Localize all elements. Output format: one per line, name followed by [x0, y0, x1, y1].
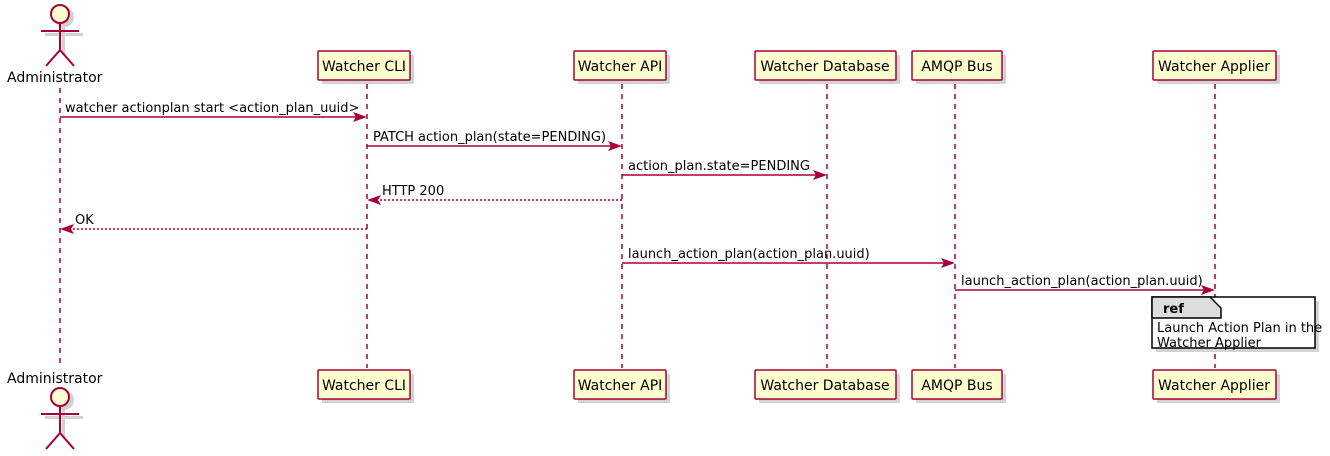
participant-box[interactable] — [911, 369, 1003, 400]
actor-leg-right-icon — [59, 49, 75, 67]
message-label: launch_action_plan(action_plan.uuid) — [628, 247, 870, 262]
ref-fragment-tab-label: ref — [1163, 302, 1184, 317]
arrowhead-left-icon — [60, 224, 74, 234]
actor-administrator-top[interactable]: Administrator — [7, 4, 103, 86]
participant-watcher-api-bottom[interactable]: Watcher API — [573, 369, 670, 403]
actor-administrator-bottom[interactable]: Administrator — [7, 371, 103, 450]
arrowhead-right-icon — [1201, 285, 1215, 295]
participant-label-watcher-applier: Watcher Applier — [1158, 59, 1270, 75]
participant-box[interactable] — [573, 369, 667, 400]
message-label: HTTP 200 — [382, 184, 444, 199]
participant-watcher-applier-top[interactable]: Watcher Applier — [1152, 50, 1280, 84]
participant-label-watcher-applier: Watcher Applier — [1158, 378, 1270, 394]
participant-box[interactable] — [911, 50, 1003, 81]
participant-label-watcher-database: Watcher Database — [760, 59, 889, 75]
participant-box[interactable] — [1152, 50, 1277, 81]
arrowhead-left-icon — [367, 195, 381, 205]
participant-box[interactable] — [317, 50, 411, 81]
message-label: PATCH action_plan(state=PENDING) — [373, 130, 606, 145]
arrowhead-right-icon — [813, 170, 827, 180]
arrowhead-right-icon — [941, 258, 955, 268]
actor-leg-right-icon — [59, 432, 75, 450]
message-watcher-actionplan-start[interactable]: watcher actionplan start <action_plan_uu… — [60, 101, 367, 122]
participant-label-watcher-api: Watcher API — [578, 59, 663, 75]
participant-label-watcher-database: Watcher Database — [760, 378, 889, 394]
participant-label-amqp-bus: AMQP Bus — [921, 59, 992, 75]
participant-watcher-database-top[interactable]: Watcher Database — [754, 50, 900, 84]
participant-label-watcher-api: Watcher API — [578, 378, 663, 394]
participant-box[interactable] — [754, 50, 897, 81]
participant-watcher-database-bottom[interactable]: Watcher Database — [754, 369, 900, 403]
message-label: watcher actionplan start <action_plan_uu… — [65, 101, 359, 116]
ref-fragment-body-line1: Launch Action Plan in the — [1157, 321, 1322, 336]
message-label: launch_action_plan(action_plan.uuid) — [961, 274, 1203, 289]
actor-head-icon — [50, 4, 70, 24]
message-label: action_plan.state=PENDING — [628, 159, 810, 174]
participant-watcher-cli-bottom[interactable]: Watcher CLI — [317, 369, 414, 403]
message-patch-action-plan[interactable]: PATCH action_plan(state=PENDING) — [367, 130, 622, 151]
participant-label-watcher-cli: Watcher CLI — [322, 59, 406, 75]
message-label: OK — [75, 213, 94, 228]
participant-box[interactable] — [754, 369, 897, 400]
actor-head-icon — [50, 387, 70, 407]
lifelines — [59, 84, 1216, 368]
participant-amqp-bus-bottom[interactable]: AMQP Bus — [911, 369, 1006, 403]
ref-fragment-body-line2: Watcher Applier — [1157, 336, 1262, 351]
message-launch-action-plan-bus-to-applier[interactable]: launch_action_plan(action_plan.uuid) — [955, 274, 1215, 295]
arrowhead-right-icon — [353, 112, 367, 122]
actor-leg-left-icon — [45, 49, 61, 67]
message-http-200[interactable]: HTTP 200 — [367, 184, 622, 205]
actor-label-administrator-top: Administrator — [7, 70, 103, 86]
message-action-plan-state-pending[interactable]: action_plan.state=PENDING — [622, 159, 827, 180]
participant-box[interactable] — [1152, 369, 1277, 400]
message-ok[interactable]: OK — [60, 213, 367, 234]
arrowhead-right-icon — [608, 141, 622, 151]
message-launch-action-plan-api-to-bus[interactable]: launch_action_plan(action_plan.uuid) — [622, 247, 955, 268]
participant-watcher-cli-top[interactable]: Watcher CLI — [317, 50, 414, 84]
actor-leg-left-icon — [45, 432, 61, 450]
participant-label-watcher-cli: Watcher CLI — [322, 378, 406, 394]
ref-fragment[interactable]: ref Launch Action Plan in the Watcher Ap… — [1151, 296, 1322, 352]
actor-label-administrator-bottom: Administrator — [7, 371, 103, 387]
participant-box[interactable] — [573, 50, 667, 81]
participant-amqp-bus-top[interactable]: AMQP Bus — [911, 50, 1006, 84]
participant-label-amqp-bus: AMQP Bus — [921, 378, 992, 394]
participant-watcher-api-top[interactable]: Watcher API — [573, 50, 670, 84]
ref-fragment-tab — [1151, 296, 1222, 319]
participant-watcher-applier-bottom[interactable]: Watcher Applier — [1152, 369, 1280, 403]
participant-box[interactable] — [317, 369, 411, 400]
